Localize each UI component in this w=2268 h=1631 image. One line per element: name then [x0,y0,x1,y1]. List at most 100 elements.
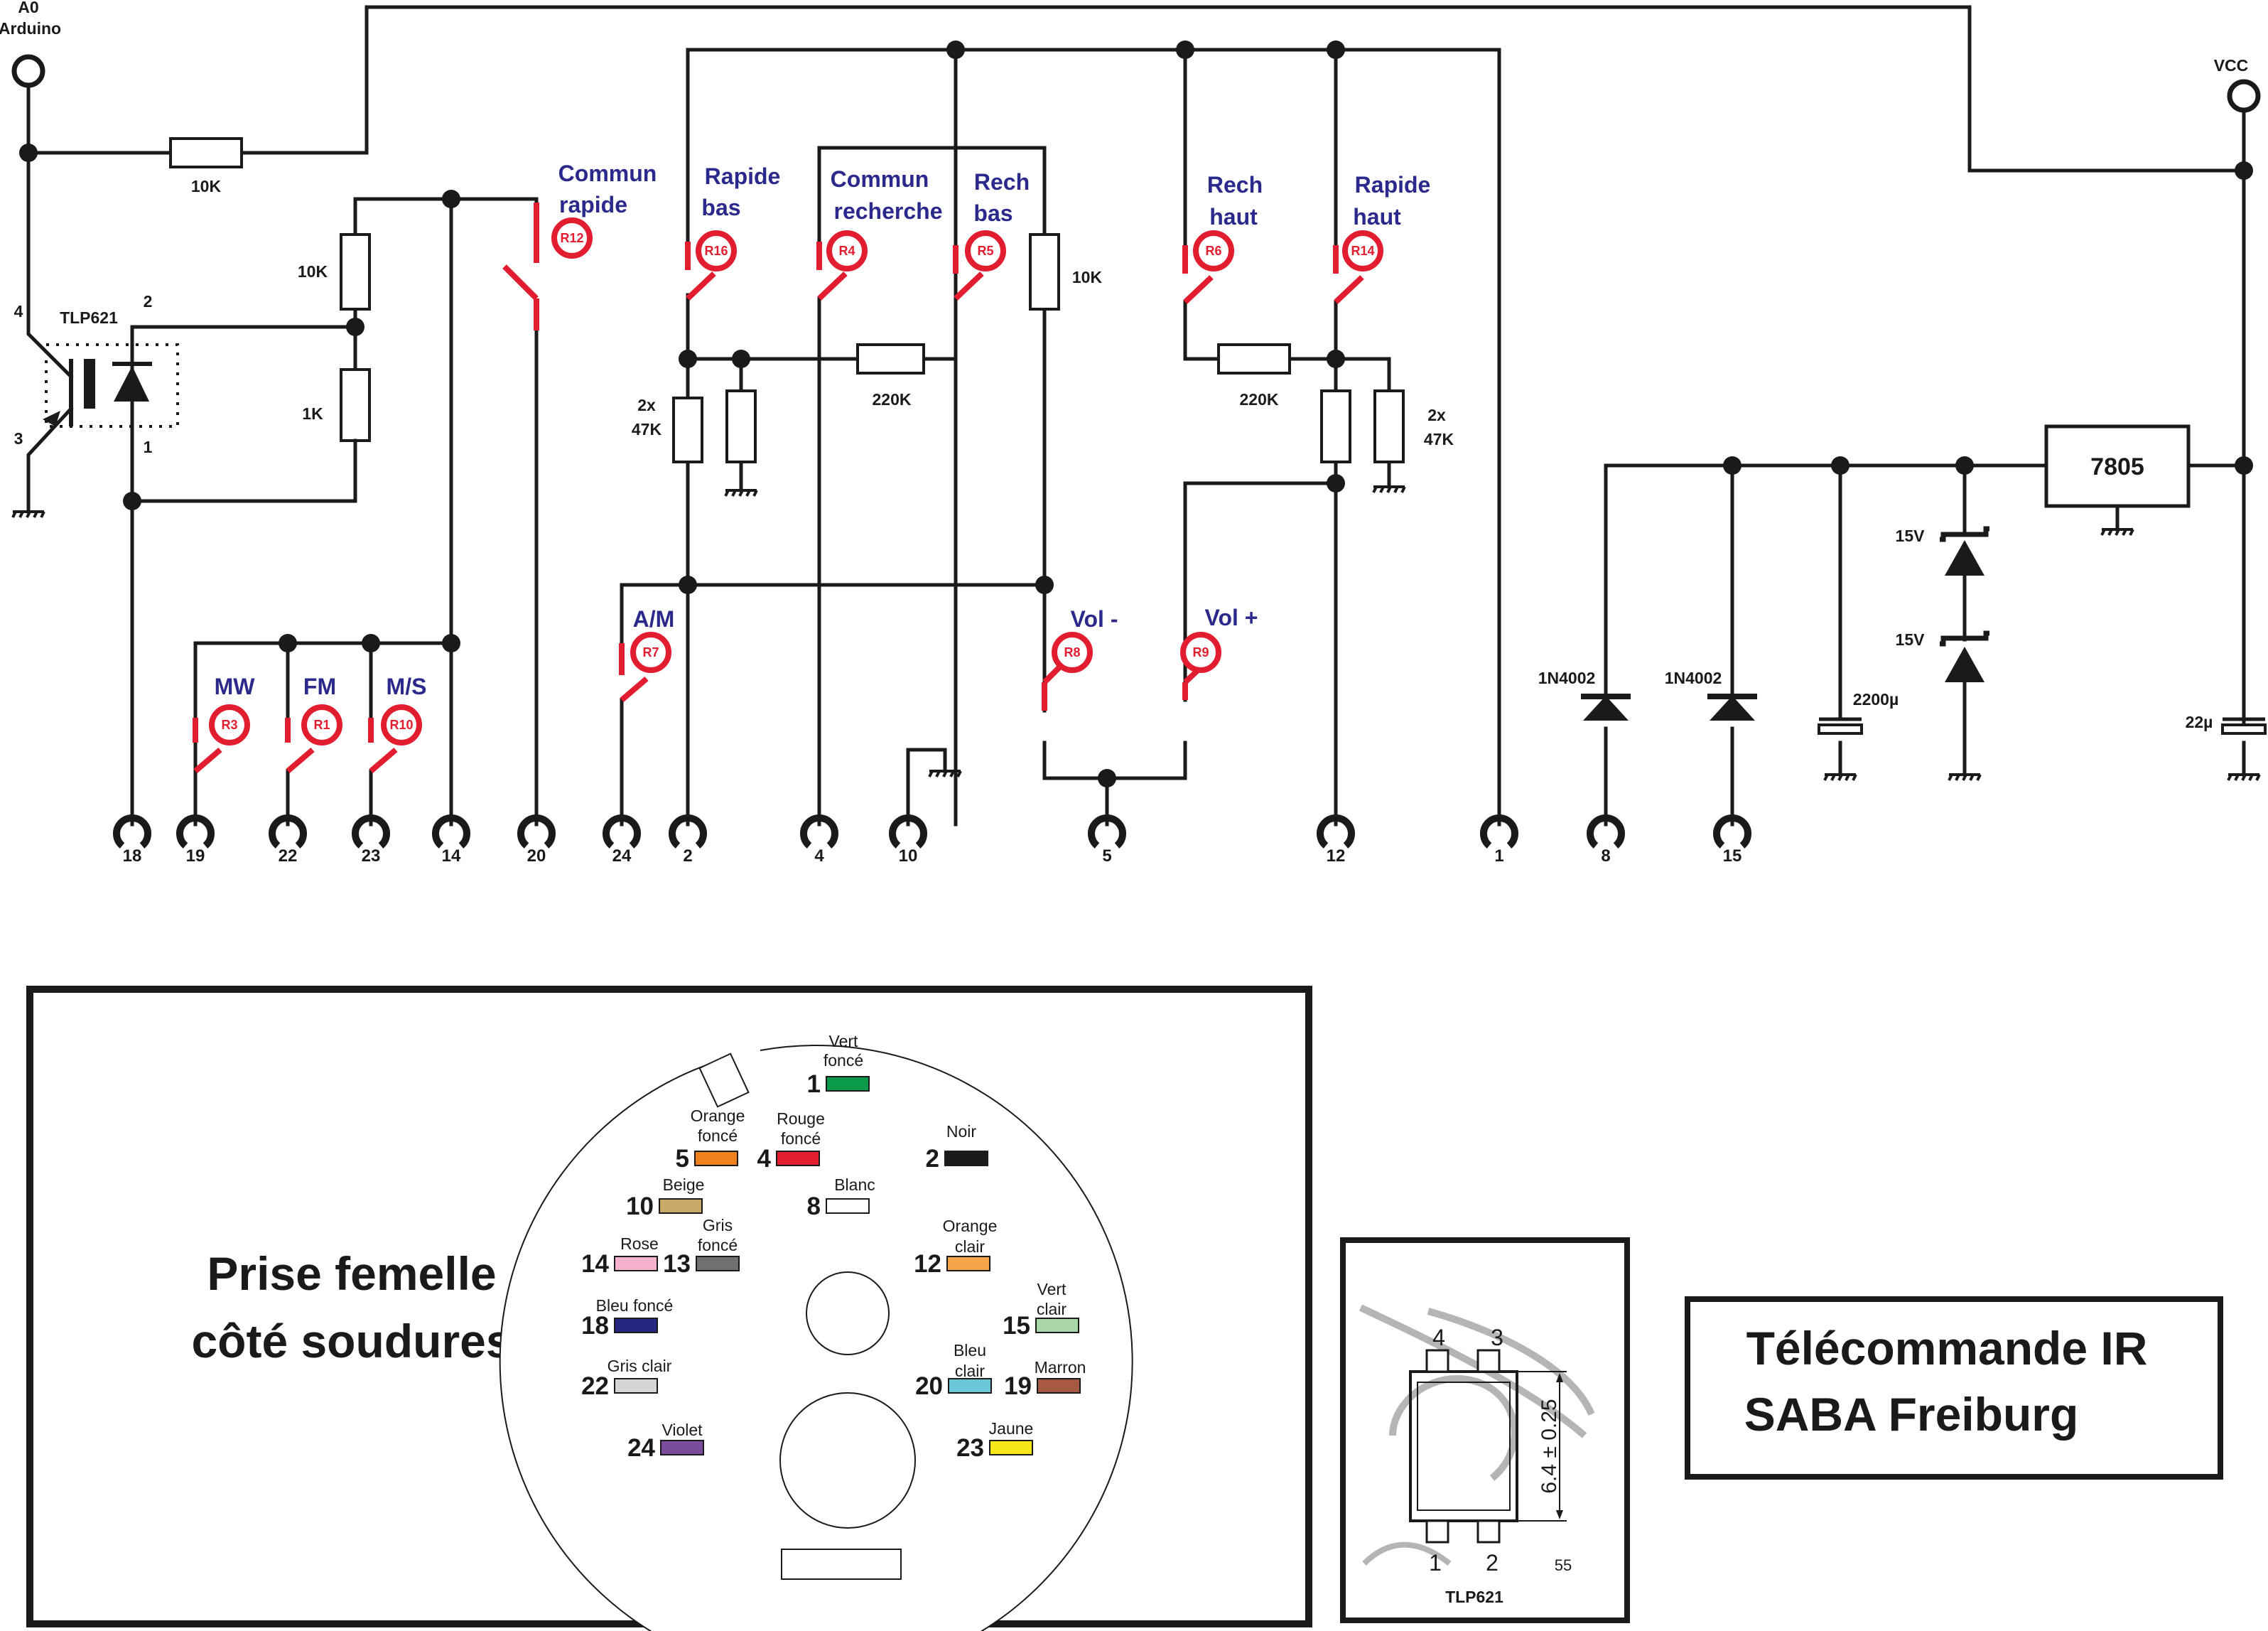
svg-text:FM: FM [303,674,336,699]
connector-pin-color-label: Vert [829,1032,859,1050]
connector-pin-color-label: Rouge [777,1109,825,1128]
connector-pin-number: 15 [1003,1312,1030,1340]
color-swatch [696,1256,740,1271]
svg-text:15V: 15V [1896,630,1926,649]
svg-text:Commun: Commun [558,161,657,186]
svg-text:R12: R12 [560,231,583,245]
pin-socket-10: 10 [889,814,927,866]
resistors [169,137,1405,463]
relay-r8-badge: R8 [1052,632,1093,673]
svg-text:22µ: 22µ [2186,713,2213,731]
color-swatch [614,1318,658,1333]
svg-text:47K: 47K [1424,430,1454,448]
resistor-10k-pullup [340,233,371,311]
pin-number: 19 [186,846,205,866]
svg-text:rapide: rapide [559,192,627,217]
svg-text:Vol +: Vol + [1205,605,1258,630]
pin-number: 14 [442,846,461,866]
color-swatch [948,1378,992,1394]
pin-socket-14: 14 [432,814,470,866]
color-swatch [946,1256,990,1271]
svg-text:recherche: recherche [834,198,943,224]
resistor-220k-left [856,343,925,375]
color-swatch [944,1151,988,1166]
svg-text:2200µ: 2200µ [1853,690,1899,709]
resistor-10k-mid [1029,233,1060,311]
svg-text:R5: R5 [977,244,993,258]
connector-pin-color-label: clair [955,1237,986,1256]
schematic-labels: A0 Arduino VCC 10K 10K 1K 220K 10K 220K … [0,0,2248,731]
relay-r6-badge: R6 [1193,230,1234,271]
svg-text:15V: 15V [1896,527,1926,545]
connector-pin-color-label: Vert [1037,1280,1067,1298]
pin-number: 24 [612,846,632,866]
color-swatch [694,1151,738,1166]
svg-text:3: 3 [1491,1325,1503,1350]
svg-text:R16: R16 [704,244,728,258]
svg-text:2x: 2x [637,396,656,414]
svg-text:M/S: M/S [387,674,427,699]
relay-contacts [193,200,1364,774]
connector-pin-color-label: Jaune [989,1419,1034,1438]
relay-r4-badge: R4 [826,230,868,271]
relay-r7-badge: R7 [630,632,671,673]
color-swatch [989,1440,1033,1455]
pin-socket-15: 15 [1713,814,1751,866]
svg-text:Rech: Rech [974,169,1030,195]
connector-pin-color-label: Gris [703,1216,733,1234]
pin-socket-4: 4 [800,814,838,866]
svg-text:haut: haut [1209,204,1258,230]
svg-text:10K: 10K [298,262,328,281]
pin-socket-8: 8 [1587,814,1625,866]
svg-text:7805: 7805 [2090,453,2144,480]
svg-text:10K: 10K [1072,268,1103,286]
svg-text:2: 2 [144,292,153,311]
svg-text:55: 55 [1555,1556,1572,1574]
connector-pin-color-label: Blanc [834,1175,875,1194]
connector-pin-number: 5 [676,1145,689,1173]
relay-r16-badge: R16 [696,230,737,271]
relay-r14-badge: R14 [1342,230,1383,271]
svg-text:4: 4 [14,302,23,321]
ground-symbols [11,485,2261,781]
connector-pin-number: 1 [807,1070,821,1098]
svg-text:2: 2 [1486,1550,1498,1576]
connector-pin-number: 24 [627,1434,655,1462]
svg-text:R10: R10 [389,718,413,732]
connector-pin-number: 22 [581,1372,609,1400]
connector-caption-line2: côté soudures [191,1315,512,1367]
title-line1: Télécommande IR [1746,1322,2148,1374]
package-drawing [1359,1304,1595,1566]
connector-pin-number: 13 [663,1250,691,1278]
pin-number: 8 [1601,846,1610,866]
svg-text:R1: R1 [313,718,330,732]
connector-pin-number: 23 [956,1434,984,1462]
vcc-terminal [2227,79,2261,113]
color-swatch [1037,1378,1081,1394]
wiring [26,5,2246,827]
connector-pin-23: 23 Jaune [956,1419,1033,1462]
connector-pin-color-label: clair [955,1362,986,1380]
svg-text:R9: R9 [1192,645,1209,660]
svg-text:Rech: Rech [1207,172,1263,198]
connector-pin-number: 14 [581,1250,609,1278]
connector-pin-color-label: Orange [943,1217,998,1235]
pin-number: 1 [1494,846,1503,866]
relay-r1-badge: R1 [301,704,342,745]
svg-text:4: 4 [1432,1325,1445,1350]
svg-text:1: 1 [144,438,153,456]
svg-text:3: 3 [14,429,23,448]
connector-pin-number: 8 [807,1193,821,1220]
svg-text:220K: 220K [873,390,912,409]
connector-pin-color-label: Rose [620,1234,659,1253]
pin-number: 20 [527,846,546,866]
